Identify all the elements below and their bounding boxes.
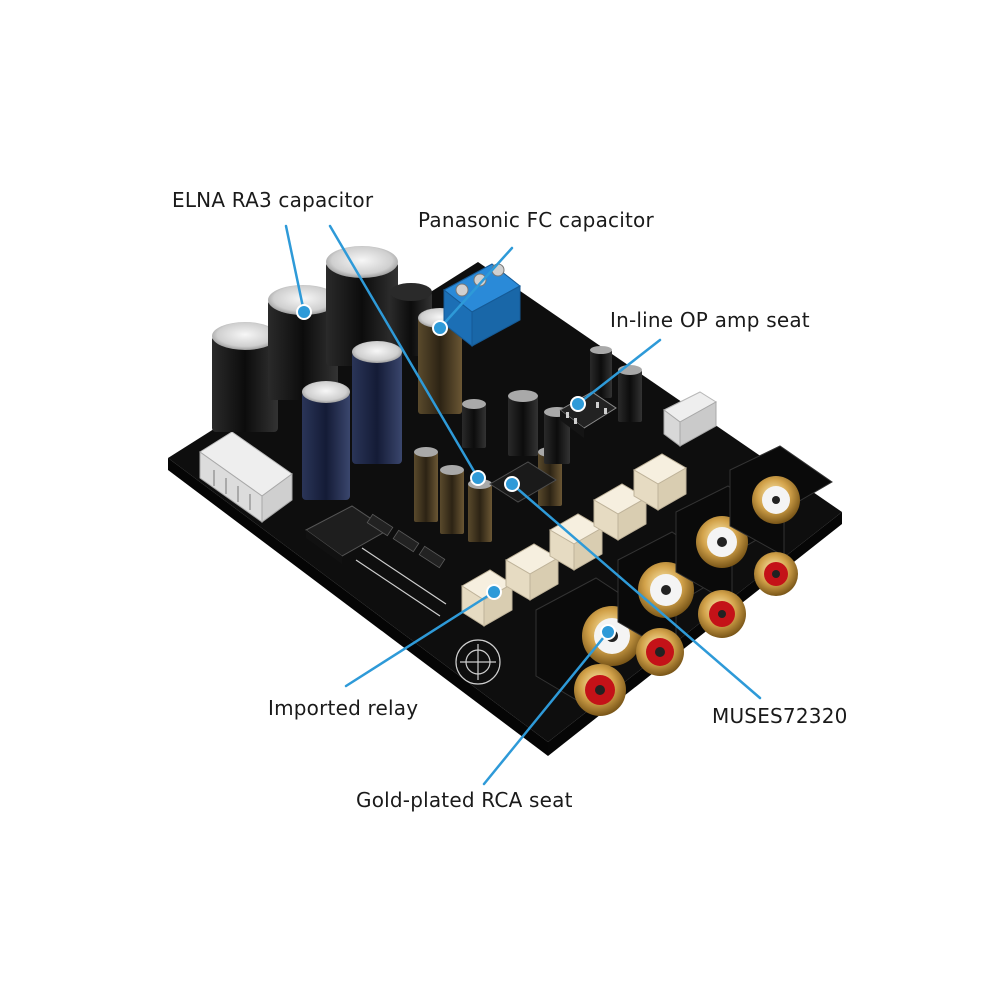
blue-capacitors — [302, 341, 402, 500]
opamp-callout-dot — [570, 396, 586, 412]
elna-capacitor-label: ELNA RA3 capacitor — [172, 188, 374, 212]
panasonic-capacitor-label: Panasonic FC capacitor — [418, 208, 654, 232]
panasonic-callout-dot — [432, 320, 448, 336]
large-capacitors — [212, 246, 432, 432]
small-capacitors — [414, 346, 642, 542]
smd-chips — [366, 513, 446, 569]
muses-chip — [489, 461, 557, 503]
opamp-seat-label: In-line OP amp seat — [610, 308, 810, 332]
muses-callout-dot — [504, 476, 520, 492]
small-white-connector — [663, 391, 717, 447]
silkscreen-markings — [355, 547, 501, 685]
elna-small-callout-dot — [470, 470, 486, 486]
callout-dots — [296, 304, 616, 640]
elna-callout-dot — [296, 304, 312, 320]
terminal-block — [443, 263, 521, 348]
rca-seat-label: Gold-plated RCA seat — [356, 788, 573, 812]
relay-label: Imported relay — [268, 696, 419, 720]
relays — [461, 453, 687, 627]
white-header-connector — [199, 431, 293, 523]
callout-lines — [284, 224, 762, 786]
relay-callout-dot — [486, 584, 502, 600]
rca-callout-dot — [600, 624, 616, 640]
muses-chip-label: MUSES72320 — [712, 704, 848, 728]
